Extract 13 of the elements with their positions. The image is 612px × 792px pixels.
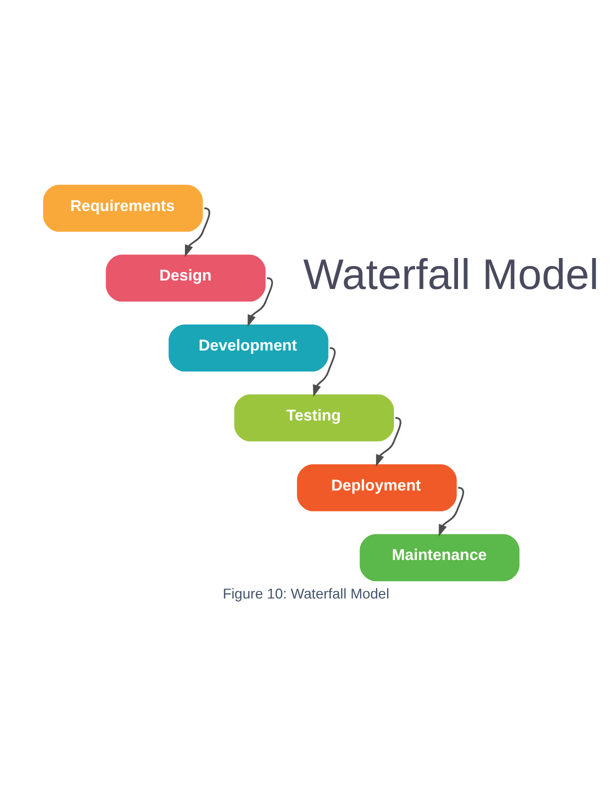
diagram-title: Waterfall Model — [303, 250, 599, 298]
node-box: Design — [106, 254, 266, 302]
arrow — [438, 486, 464, 536]
node-box: Requirements — [43, 184, 203, 232]
node-box: Maintenance — [360, 534, 520, 581]
arrow — [184, 206, 210, 257]
arrow — [248, 276, 273, 326]
node-box: Testing — [234, 394, 394, 441]
node-box: Deployment — [296, 464, 457, 511]
node-box: Development — [168, 324, 328, 372]
arrow — [376, 416, 402, 466]
arrow — [312, 346, 336, 396]
caption: Figure 10: Waterfall Model — [222, 586, 390, 602]
